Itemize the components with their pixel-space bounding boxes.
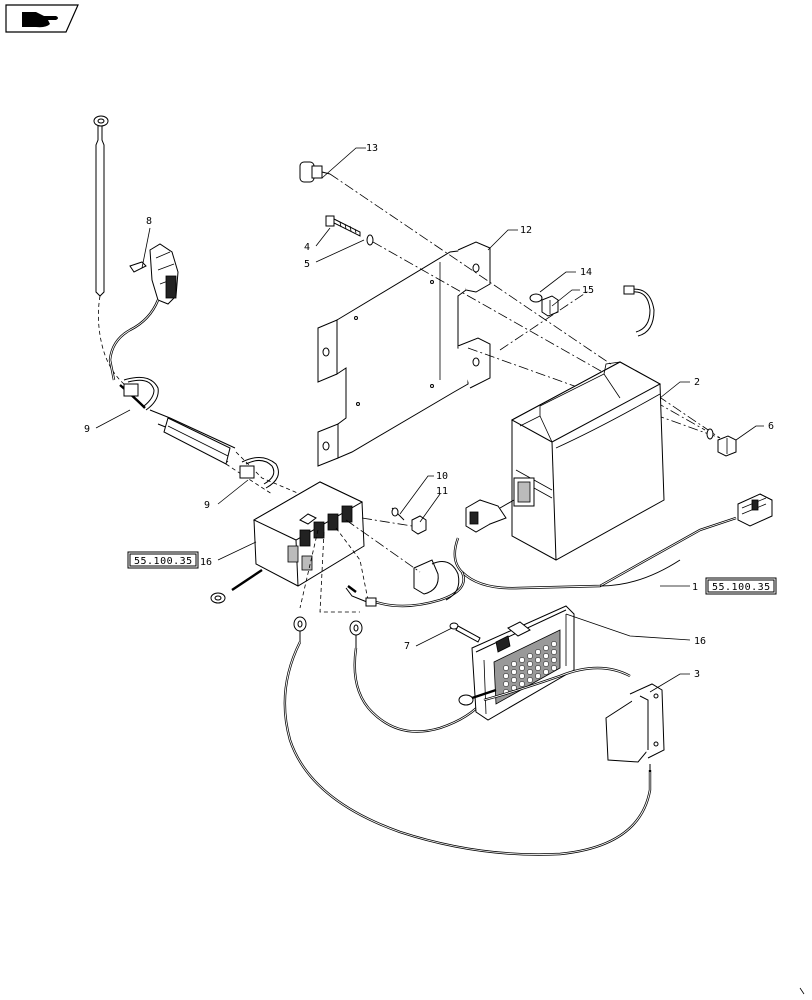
callout-7: 7 [404, 641, 410, 652]
screw-10 [391, 507, 405, 521]
nav-arrow-icon[interactable] [5, 4, 79, 33]
nut-11 [411, 515, 427, 535]
reference-box-left[interactable]: 55.100.35 [127, 551, 199, 569]
reference-box-right[interactable]: 55.100.35 [705, 577, 777, 595]
terminal-wire-middle [349, 620, 485, 733]
callout-5: 5 [304, 259, 310, 270]
callout-15: 15 [582, 285, 594, 296]
nut-15 [541, 295, 559, 317]
callout-8: 8 [146, 216, 152, 227]
connector-right [737, 493, 773, 527]
harness-left [119, 384, 301, 495]
callout-16-right: 16 [694, 636, 706, 647]
box-dashed-leaders [299, 519, 421, 613]
harness-clip-lower [413, 559, 460, 601]
callout-labels: 13 4 5 12 14 15 2 6 8 9 9 10 11 16 1 7 1… [84, 143, 774, 680]
harness-clip-right [623, 285, 655, 337]
dash-line-clip [499, 289, 591, 351]
reference-left-text: 55.100.35 [134, 556, 193, 567]
sensor-device-3 [605, 683, 665, 772]
screw-7 [449, 622, 481, 643]
clip-9-lower [239, 457, 279, 489]
ground-strap-top [93, 115, 126, 386]
mounting-bracket-12 [317, 241, 491, 467]
terminal-wire-short [345, 585, 377, 607]
callout-10: 10 [436, 471, 448, 482]
callout-13: 13 [366, 143, 378, 154]
leader-lines [95, 147, 764, 693]
connector-block-16-right [458, 605, 575, 721]
bolt-4 [325, 215, 361, 237]
callout-9-upper: 9 [84, 424, 90, 435]
fuse-box-16-left [252, 481, 365, 587]
callout-4: 4 [304, 242, 310, 253]
terminal-wire-left [283, 616, 652, 856]
harness-right [369, 516, 737, 608]
clip-9-upper [123, 376, 159, 411]
washer-14 [529, 293, 543, 303]
control-module-2 [510, 361, 665, 561]
relay-connector [465, 499, 515, 533]
callout-6: 6 [768, 421, 774, 432]
callout-1: 1 [692, 582, 698, 593]
corner-mark [799, 987, 805, 995]
callout-2: 2 [694, 377, 700, 388]
connector-8 [108, 243, 179, 381]
reference-right-text: 55.100.35 [712, 582, 771, 593]
callout-14: 14 [580, 267, 592, 278]
nut-6 [706, 428, 737, 457]
callout-16-left: 16 [200, 557, 212, 568]
ground-wire-left-box [210, 569, 263, 604]
callout-11: 11 [436, 486, 448, 497]
callout-9-lower: 9 [204, 500, 210, 511]
dash-line-fuse-box [361, 517, 413, 527]
callout-3: 3 [694, 669, 700, 680]
wire-to-device-3 [483, 666, 631, 702]
callout-12: 12 [520, 225, 532, 236]
washer-5 [366, 234, 706, 431]
